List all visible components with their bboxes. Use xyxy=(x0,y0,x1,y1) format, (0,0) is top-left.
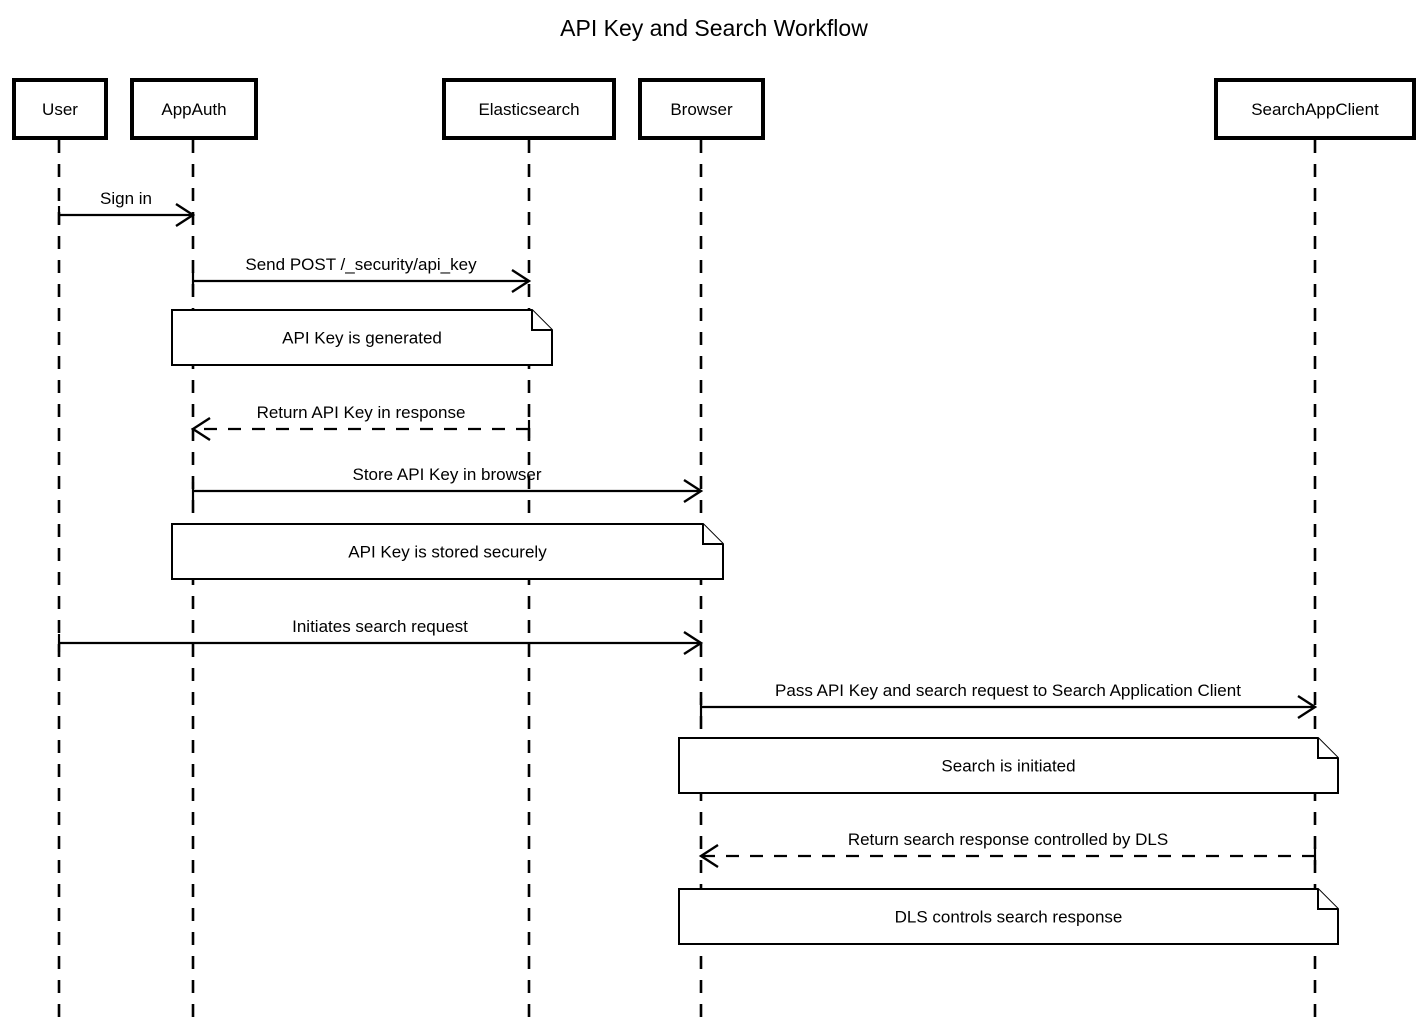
note-label: Search is initiated xyxy=(941,757,1075,776)
note-fold-corner-icon xyxy=(1317,738,1338,759)
note-fold-corner-icon xyxy=(531,310,552,331)
note-label: API Key is stored securely xyxy=(348,543,547,562)
note-body xyxy=(678,888,1339,945)
message-arrowhead xyxy=(511,268,532,294)
note-fold-corner-icon xyxy=(1317,889,1338,910)
message-label: Return API Key in response xyxy=(257,403,466,422)
message-label: Sign in xyxy=(100,189,152,208)
note-label: DLS controls search response xyxy=(895,908,1123,927)
participant-label: User xyxy=(42,100,78,119)
note-body xyxy=(678,737,1339,794)
participant-box xyxy=(1214,78,1416,140)
message-arrowhead xyxy=(683,630,704,656)
message-arrowhead xyxy=(698,843,719,869)
participant-label: Elasticsearch xyxy=(478,100,579,119)
participant-user[interactable]: User xyxy=(12,78,108,140)
participant-searchappclient[interactable]: SearchAppClient xyxy=(1214,78,1416,140)
message-label: Send POST /_security/api_key xyxy=(245,255,477,274)
page-title: API Key and Search Workflow xyxy=(560,15,868,41)
note-n4[interactable]: DLS controls search response xyxy=(678,888,1339,945)
message-m6[interactable]: Pass API Key and search request to Searc… xyxy=(699,681,1318,720)
message-label: Initiates search request xyxy=(292,617,468,636)
participant-box xyxy=(638,78,765,140)
participant-label: Browser xyxy=(670,100,733,119)
participant-label: AppAuth xyxy=(161,100,226,119)
note-n2[interactable]: API Key is stored securely xyxy=(171,523,724,580)
message-m1[interactable]: Sign in xyxy=(57,189,196,228)
participant-box xyxy=(130,78,258,140)
participant-appauth[interactable]: AppAuth xyxy=(130,78,258,140)
participant-label: SearchAppClient xyxy=(1251,100,1379,119)
message-label: Store API Key in browser xyxy=(353,465,542,484)
message-label: Pass API Key and search request to Searc… xyxy=(775,681,1241,700)
note-n1[interactable]: API Key is generated xyxy=(171,309,553,366)
note-n3[interactable]: Search is initiated xyxy=(678,737,1339,794)
note-body xyxy=(171,523,724,580)
note-fold-corner-icon xyxy=(702,524,723,545)
message-m5[interactable]: Initiates search request xyxy=(57,617,704,656)
message-m2[interactable]: Send POST /_security/api_key xyxy=(191,255,532,294)
participant-box xyxy=(12,78,108,140)
participant-box xyxy=(442,78,616,140)
message-arrowhead xyxy=(175,202,196,228)
message-arrowhead xyxy=(1297,694,1318,720)
participant-elasticsearch[interactable]: Elasticsearch xyxy=(442,78,616,140)
participants-layer: User AppAuth Elasticsearch Browser SearchApp… xyxy=(12,78,1416,140)
message-m7[interactable]: Return search response controlled by DLS xyxy=(698,830,1317,869)
message-label: Return search response controlled by DLS xyxy=(848,830,1168,849)
message-arrowhead xyxy=(683,478,704,504)
note-label: API Key is generated xyxy=(282,329,442,348)
note-body xyxy=(171,309,553,366)
messages-layer: Sign in Send POST /_security/api_keyRetur… xyxy=(57,189,1318,869)
message-arrowhead xyxy=(190,416,211,442)
message-m3[interactable]: Return API Key in response xyxy=(190,403,531,442)
participant-browser[interactable]: Browser xyxy=(638,78,765,140)
message-m4[interactable]: Store API Key in browser xyxy=(191,465,704,504)
